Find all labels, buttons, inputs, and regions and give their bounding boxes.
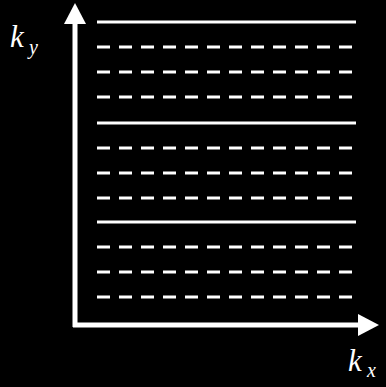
skipped-line	[97, 296, 356, 299]
acquired-line	[97, 21, 356, 24]
ky-axis	[73, 20, 78, 327]
acquired-line	[97, 122, 356, 125]
axis-label: k	[348, 345, 362, 376]
skipped-line	[97, 246, 356, 249]
axis-arrowhead	[64, 3, 86, 24]
acquired-line	[97, 221, 356, 224]
skipped-line	[97, 46, 356, 49]
skipped-line	[97, 172, 356, 175]
skipped-line	[97, 96, 356, 99]
skipped-line	[97, 271, 356, 274]
axis-arrowhead	[358, 314, 379, 336]
axis-subscript: y	[29, 37, 38, 57]
axis-subscript: x	[367, 360, 376, 380]
axis-label: k	[10, 21, 24, 52]
skipped-line	[97, 71, 356, 74]
kx-axis	[73, 323, 362, 328]
skipped-line	[97, 197, 356, 200]
skipped-line	[97, 147, 356, 150]
